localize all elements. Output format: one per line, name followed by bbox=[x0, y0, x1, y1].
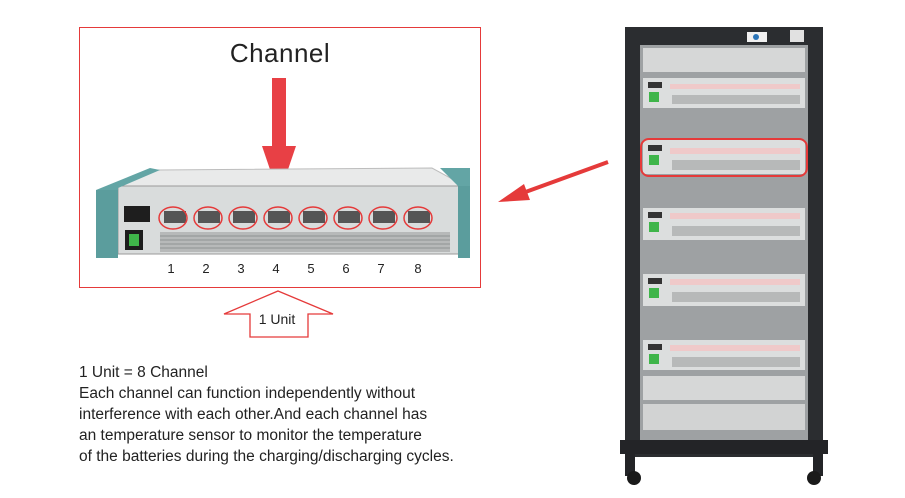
channel-number: 5 bbox=[307, 261, 315, 276]
channel-number: 6 bbox=[342, 261, 350, 276]
description-line: of the batteries during the charging/dis… bbox=[79, 448, 454, 465]
channel-number: 4 bbox=[272, 261, 280, 276]
unit-label: 1 Unit bbox=[258, 311, 296, 327]
channel-number: 7 bbox=[377, 261, 385, 276]
channel-number: 2 bbox=[202, 261, 210, 276]
description-text: 1 Unit = 8 Channel Each channel can func… bbox=[79, 362, 454, 467]
channel-number: 8 bbox=[414, 261, 422, 276]
unit-illustration-frame bbox=[79, 27, 481, 288]
channel-number: 3 bbox=[237, 261, 245, 276]
description-line: an temperature sensor to monitor the tem… bbox=[79, 427, 422, 444]
channel-number: 1 bbox=[167, 261, 175, 276]
channel-title: Channel bbox=[229, 38, 331, 68]
charger-unit-image bbox=[96, 167, 470, 258]
description-line: 1 Unit = 8 Channel bbox=[79, 364, 208, 381]
description-line: interference with each other.And each ch… bbox=[79, 406, 428, 423]
unit-arrow bbox=[223, 290, 334, 338]
description-line: Each channel can function independently … bbox=[79, 385, 416, 402]
pointer-arrow bbox=[498, 160, 609, 202]
rack-cabinet-image bbox=[620, 27, 828, 485]
